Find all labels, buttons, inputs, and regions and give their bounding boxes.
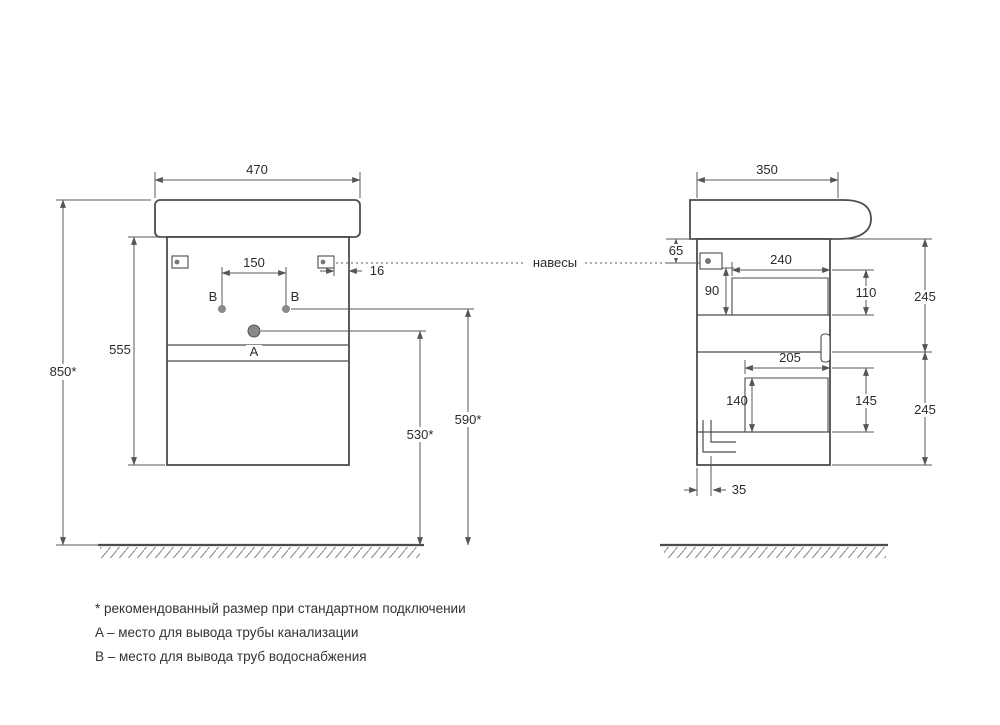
dim-65-label: 65 xyxy=(669,243,683,258)
dim-530-label: 530* xyxy=(407,427,434,442)
dim-245-upper-label: 245 xyxy=(914,289,936,304)
note-recommended-size: * рекомендованный размер при стандартном… xyxy=(95,601,466,616)
side-top-drawer-box xyxy=(731,277,829,315)
front-left-hanger-hole xyxy=(174,259,180,265)
dim-240-label: 240 xyxy=(770,252,792,267)
point-a-label: A xyxy=(250,344,259,359)
dim-90-label: 90 xyxy=(705,283,719,298)
ground-hatch-left xyxy=(100,547,420,558)
dim-110-label: 110 xyxy=(856,285,877,300)
point-b-left-marker xyxy=(218,305,226,313)
point-b-right-label: B xyxy=(291,289,300,304)
note-point-a: A – место для вывода трубы канализации xyxy=(95,625,359,640)
dim-555-label: 555 xyxy=(109,342,131,357)
side-sink-profile xyxy=(689,199,872,240)
front-right-hanger-bracket xyxy=(317,255,335,269)
side-view xyxy=(689,199,872,466)
dim-140-label: 140 xyxy=(726,393,748,408)
side-pipe-outline xyxy=(702,420,736,453)
front-view xyxy=(154,199,361,466)
dim-35-label: 35 xyxy=(732,482,746,497)
front-sink xyxy=(154,199,361,238)
dim-850-label: 850* xyxy=(50,364,77,379)
front-extension-lines xyxy=(56,172,474,466)
dimension-labels: 470 850* 555 150 16 B B A 530* 590* наве… xyxy=(50,162,936,497)
point-b-left-label: B xyxy=(209,289,218,304)
legend-notes: * рекомендованный размер при стандартном… xyxy=(95,597,466,669)
side-dimensions xyxy=(666,172,932,496)
dim-590-label: 590* xyxy=(455,412,482,427)
note-point-b: B – место для вывода труб водоснабжения xyxy=(95,649,367,664)
dim-245-lower-label: 245 xyxy=(914,402,936,417)
front-dimensions xyxy=(56,172,700,546)
dim-470-label: 470 xyxy=(246,162,268,177)
side-bottom-drawer-box xyxy=(744,377,829,432)
dim-145-label: 145 xyxy=(855,393,877,408)
label-backgrounds xyxy=(41,244,943,442)
dim-350-label: 350 xyxy=(756,162,778,177)
dim-16-label: 16 xyxy=(370,263,384,278)
ground xyxy=(56,543,888,558)
front-right-hanger-hole xyxy=(320,259,326,265)
front-left-hanger-bracket xyxy=(171,255,189,269)
point-b-right-marker xyxy=(282,305,290,313)
hangers-label: навесы xyxy=(533,255,577,270)
ground-hatch-right xyxy=(664,547,886,558)
dim-150-label: 150 xyxy=(243,255,265,270)
side-handle-profile xyxy=(820,333,831,363)
side-hanger-hole xyxy=(705,258,711,264)
dim-205-label: 205 xyxy=(779,350,801,365)
point-a-marker xyxy=(247,324,261,338)
